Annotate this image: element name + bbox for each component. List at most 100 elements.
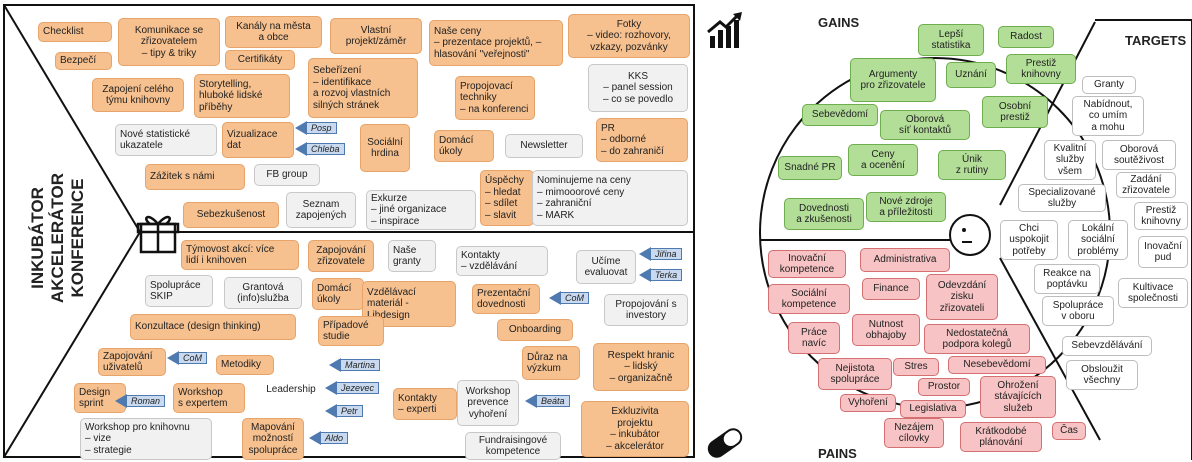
note: Učíme evaluovat bbox=[576, 250, 636, 284]
gain-note: Radost bbox=[998, 26, 1054, 48]
note: Důraz na výzkum bbox=[522, 346, 580, 380]
gain-note: Oborová síť kontaktů bbox=[880, 110, 970, 140]
note: Fotky – video: rozhovory, vzkazy, pozván… bbox=[568, 14, 690, 58]
pain-note: Inovační kompetence bbox=[768, 250, 846, 278]
note: Mapování možností spolupráce bbox=[242, 418, 304, 460]
note: Storytelling, hluboké lidské příběhy bbox=[194, 74, 290, 118]
person-tag: Roman bbox=[114, 394, 166, 408]
targets-title: TARGETS bbox=[1125, 33, 1187, 48]
note: Úspěchy – hledat – sdílet – slavit bbox=[480, 170, 534, 226]
gain-note: Uznání bbox=[946, 62, 996, 88]
note: Leadership bbox=[258, 380, 324, 400]
pain-note: Nedostatečná podpora kolegů bbox=[924, 324, 1030, 354]
note: Vizualizace dat bbox=[222, 122, 294, 158]
pain-note: Nesebevědomí bbox=[948, 356, 1046, 374]
note: Seznam zapojených bbox=[286, 192, 356, 228]
target-note: Kvalitní služby všem bbox=[1044, 140, 1096, 180]
gain-note: Sebevědomí bbox=[802, 104, 878, 126]
person-tag: Chleba bbox=[295, 142, 345, 156]
pill-icon bbox=[707, 428, 743, 458]
pain-note: Čas bbox=[1052, 422, 1086, 440]
gain-note: Argumenty pro zřizovatele bbox=[850, 58, 936, 102]
target-note: Prestiž knihovny bbox=[1134, 202, 1188, 230]
left-vertical-label: INKUBÁTOR AKCELERÁTOR KONFERENCE bbox=[28, 172, 87, 304]
pain-note: Administrativa bbox=[860, 248, 950, 272]
note: Naše granty bbox=[388, 240, 436, 272]
gain-note: Prestiž knihovny bbox=[1006, 54, 1076, 84]
chart-up-icon bbox=[707, 12, 742, 48]
pain-note: Nutnost obhajoby bbox=[852, 314, 920, 346]
person-tag: Petr bbox=[325, 404, 363, 418]
person-tag: CoM bbox=[548, 291, 590, 305]
gift-icon bbox=[136, 215, 180, 254]
note: Propojování s investory bbox=[604, 294, 688, 326]
note: Exkurze – jiné organizace – inspirace bbox=[366, 190, 476, 230]
target-note: Sebevzdělávání bbox=[1062, 336, 1152, 356]
target-note: Kultivace společnosti bbox=[1118, 278, 1188, 308]
pain-note: Stres bbox=[893, 358, 939, 376]
note: Sociální hrdina bbox=[360, 124, 410, 172]
note: Případové studie bbox=[318, 316, 384, 346]
gain-note: Ceny a ocenění bbox=[848, 144, 918, 176]
target-note: Chci uspokojit potřeby bbox=[1000, 220, 1058, 260]
target-note: Obsloužit všechny bbox=[1066, 360, 1138, 390]
note: Checklist bbox=[38, 22, 112, 42]
note: Nominujeme na ceny – mimooorové ceny – z… bbox=[532, 170, 688, 226]
note: Prezentační dovednosti bbox=[472, 284, 540, 314]
note: Newsletter bbox=[505, 134, 583, 158]
note: Zapojování uživatelů bbox=[98, 348, 166, 376]
pain-note: Sociální kompetence bbox=[768, 284, 850, 314]
person-tag: Martina bbox=[328, 358, 381, 372]
person-tag: Jiřina bbox=[639, 247, 682, 261]
note: PR – odborné – do zahraničí bbox=[596, 118, 688, 162]
note: Konzultace (design thinking) bbox=[130, 314, 296, 340]
note: Respekt hranic – lidský – organizačně bbox=[593, 343, 689, 391]
pain-note: Prostor bbox=[918, 378, 970, 396]
gain-note: Únik z rutiny bbox=[938, 150, 1006, 180]
note: Propojovací techniky – na konferenci bbox=[455, 76, 535, 120]
target-note: Lokální sociální problémy bbox=[1068, 220, 1128, 260]
note: Týmovost akcí: více lidí i knihoven bbox=[181, 240, 299, 270]
gain-note: Osobní prestiž bbox=[982, 96, 1048, 128]
note: Exkluzivita projektu – inkubátor – akcel… bbox=[581, 401, 689, 457]
person-tag: Posp bbox=[295, 121, 337, 135]
gain-note: Snadné PR bbox=[778, 156, 842, 180]
note: Kontakty – experti bbox=[393, 388, 457, 420]
note: Spolupráce SKIP bbox=[145, 275, 213, 307]
person-tag: CoM bbox=[166, 351, 208, 365]
target-note: Specializované služby bbox=[1018, 184, 1106, 212]
note: Fundraisingové kompetence bbox=[465, 432, 561, 460]
pain-note: Odevzdání zisku zřizovateli bbox=[926, 274, 998, 320]
gain-note: Dovednosti a zkušenosti bbox=[784, 198, 864, 230]
pain-note: Legislativa bbox=[900, 400, 966, 418]
pain-note: Vyhoření bbox=[840, 394, 896, 412]
note: Sebezkušenost bbox=[183, 202, 279, 228]
note: KKS – panel session – co se povedlo bbox=[588, 64, 688, 112]
target-note: Oborová soutěživost bbox=[1102, 140, 1176, 170]
note: Metodiky bbox=[216, 355, 274, 375]
note: Onboarding bbox=[497, 319, 573, 341]
note: Zapojování zřizovatele bbox=[308, 240, 374, 272]
gain-note: Lepší statistika bbox=[918, 24, 984, 56]
pain-note: Finance bbox=[862, 278, 920, 300]
gain-note: Nové zdroje a příležitosti bbox=[866, 192, 946, 222]
target-note: Spolupráce v oboru bbox=[1042, 296, 1114, 326]
face-icon bbox=[949, 214, 991, 256]
pain-note: Práce navíc bbox=[788, 322, 840, 354]
note: Vlastní projekt/záměr bbox=[330, 18, 422, 54]
target-note: Nabídnout, co umím a mohu bbox=[1072, 96, 1144, 136]
note: Naše ceny – prezentace projektů, – hlaso… bbox=[429, 20, 563, 66]
target-note: Zadání zřizovatele bbox=[1116, 172, 1176, 198]
note: Workshop prevence vyhoření bbox=[457, 380, 519, 426]
pain-note: Nezájem cílovky bbox=[884, 418, 944, 448]
note: Workshop s expertem bbox=[173, 383, 245, 413]
note: Kanály na města a obce bbox=[225, 16, 322, 48]
note: Kontakty – vzdělávání bbox=[456, 246, 548, 276]
pain-note: Nejistota spolupráce bbox=[818, 358, 892, 390]
note: Zapojení celého týmu knihovny bbox=[92, 78, 184, 112]
note: FB group bbox=[254, 164, 320, 186]
target-note: Granty bbox=[1082, 76, 1136, 94]
note: Workshop pro knihovnu – vize – strategie bbox=[80, 418, 212, 460]
pain-note: Krátkodobé plánování bbox=[960, 422, 1042, 452]
gains-title: GAINS bbox=[818, 15, 860, 30]
